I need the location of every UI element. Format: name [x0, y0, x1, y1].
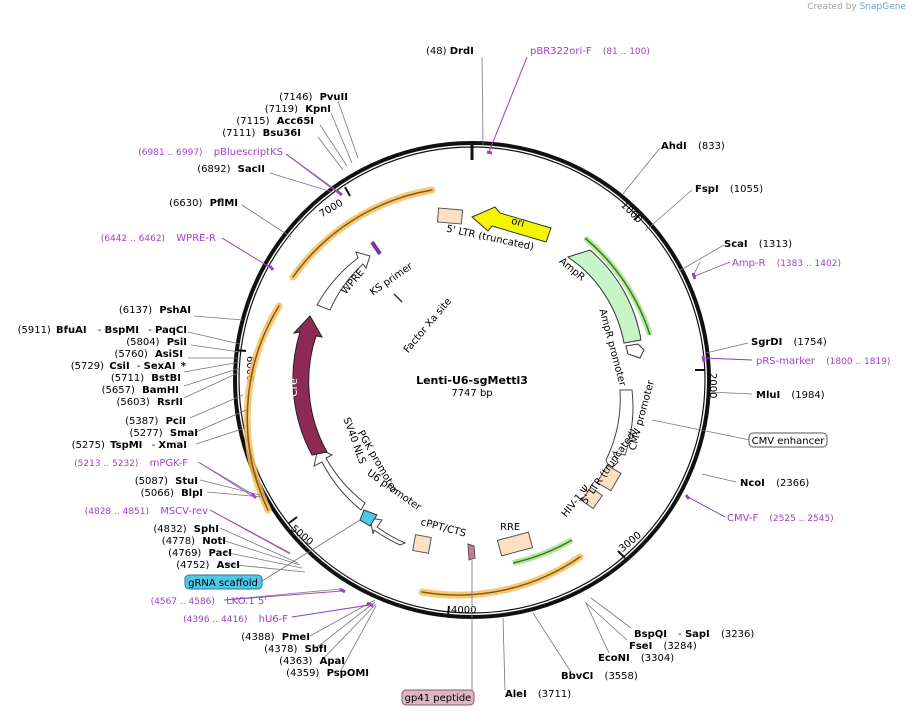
svg-text:4000: 4000 [451, 605, 476, 616]
svg-text:gp41 peptide: gp41 peptide [405, 693, 472, 704]
feature-grna [359, 509, 378, 527]
primer-labels: pBR322ori-F (81 .. 100) Amp-R (1383 .. 1… [530, 46, 890, 524]
svg-text:(5729) CsiI - SexAI *: (5729) CsiI - SexAI * [71, 361, 187, 372]
feature-wpre [316, 251, 371, 311]
feature-hiv-psi [580, 486, 604, 510]
svg-text:(6442 .. 6462) WPRE-R: (6442 .. 6462) WPRE-R [101, 233, 216, 244]
svg-text:AleI (3711): AleI (3711) [505, 689, 571, 700]
feature-ltr5b [596, 464, 622, 492]
svg-text:(7115) Acc65I: (7115) Acc65I [236, 116, 314, 127]
svg-text:pRS-marker (1800 .. 1819): pRS-marker (1800 .. 1819) [756, 356, 890, 367]
label-cre: Cre [287, 378, 300, 397]
green-arcs [512, 235, 653, 566]
svg-text:EcoNI (3304): EcoNI (3304) [598, 653, 674, 664]
tick-2000: 2000 [695, 369, 718, 398]
svg-text:(4388) PmeI: (4388) PmeI [241, 632, 310, 643]
snapgene-credit: Created by SnapGene [807, 2, 906, 12]
svg-text:MluI (1984): MluI (1984) [756, 390, 825, 401]
svg-text:(4828 .. 4851) MSCV-rev: (4828 .. 4851) MSCV-rev [85, 506, 208, 517]
svg-text:pBR322ori-F (81 .. 100): pBR322ori-F (81 .. 100) [530, 46, 650, 57]
svg-text:(5087) StuI: (5087) StuI [135, 476, 198, 487]
svg-text:(5911) BfuAI - BspMI - PaqCI: (5911) BfuAI - BspMI - PaqCI [18, 325, 187, 336]
svg-text:SgrDI (1754): SgrDI (1754) [751, 337, 827, 348]
snapgene-logo: SnapGene [859, 2, 906, 12]
svg-text:(6630) PflMI: (6630) PflMI [169, 198, 238, 209]
enzymes-right: (48) DrdI AhdI (833) FspI (1055) ScaI (1… [426, 46, 827, 700]
svg-text:(5387) PciI: (5387) PciI [125, 416, 186, 427]
svg-text:(4378) SbfI: (4378) SbfI [264, 644, 327, 655]
svg-text:CMV enhancer: CMV enhancer [752, 436, 826, 447]
primer-labels-left: (6981 .. 6997) pBluescriptKS (6442 .. 64… [74, 147, 288, 625]
plasmid-size: 7747 bp [451, 388, 492, 399]
svg-text:(5277) SmaI: (5277) SmaI [129, 428, 198, 439]
svg-text:(5711) BstBI: (5711) BstBI [111, 373, 181, 384]
svg-text:(7111) Bsu36I: (7111) Bsu36I [222, 128, 301, 139]
svg-text:(6892) SacII: (6892) SacII [197, 164, 265, 175]
svg-text:(4363) ApaI: (4363) ApaI [279, 656, 345, 667]
svg-text:(6981 .. 6997) pBluescriptKS: (6981 .. 6997) pBluescriptKS [138, 147, 283, 158]
primer-markers [250, 150, 706, 608]
feature-ori: ori [471, 206, 552, 243]
tick-1000: 1000 [618, 200, 644, 226]
svg-text:ScaI (1313): ScaI (1313) [724, 239, 792, 250]
primer-leaders [199, 56, 753, 618]
svg-text:NcoI (2366): NcoI (2366) [740, 478, 809, 489]
svg-text:CMV-F (2525 .. 2545): CMV-F (2525 .. 2545) [727, 513, 834, 524]
feature-factor-xa [393, 293, 403, 303]
svg-text:ori: ori [510, 216, 525, 230]
label-factor-xa: Factor Xa site [402, 296, 454, 355]
svg-text:(48) DrdI: (48) DrdI [426, 46, 474, 57]
feature-cppt [412, 534, 432, 554]
svg-text:(4752) AscI: (4752) AscI [176, 560, 240, 571]
feature-cre [292, 315, 328, 456]
feature-gp41 [467, 543, 476, 561]
svg-text:Amp-R (1383 .. 1402): Amp-R (1383 .. 1402) [732, 258, 841, 269]
grna-scaffold-label: gRNA scaffold [184, 574, 263, 590]
plasmid-name: Lenti-U6-sgMettl3 [416, 374, 528, 387]
svg-text:(5603) RsrII: (5603) RsrII [117, 397, 183, 408]
svg-text:(5804) PsiI: (5804) PsiI [126, 337, 187, 348]
svg-text:(5760) AsiSI: (5760) AsiSI [115, 349, 184, 360]
cmv-enhancer-label: CMV enhancer [748, 432, 828, 448]
svg-text:(4396 .. 4416) hU6-F: (4396 .. 4416) hU6-F [183, 614, 288, 625]
svg-text:BbvCI (3558): BbvCI (3558) [561, 671, 638, 682]
svg-text:FseI (3284): FseI (3284) [629, 641, 697, 652]
svg-text:gRNA scaffold: gRNA scaffold [188, 578, 258, 589]
svg-text:1000: 1000 [618, 200, 644, 226]
svg-text:AhdI (833): AhdI (833) [661, 141, 725, 152]
enzymes-left: (7146) PvuII (7119) KpnI (7115) Acc65I (… [18, 92, 369, 679]
gp41-peptide-label: gp41 peptide [401, 689, 475, 706]
svg-text:(4359) PspOMI: (4359) PspOMI [286, 668, 369, 679]
feature-ks-primer [370, 240, 382, 256]
highlight-arc-bottom [418, 553, 584, 599]
label-rre: RRE [500, 522, 520, 533]
svg-text:(5275) TspMI - XmaI: (5275) TspMI - XmaI [72, 440, 187, 451]
svg-text:BspQI - SapI (3236): BspQI - SapI (3236) [634, 629, 754, 640]
label-ks-primer: KS primer [368, 260, 415, 298]
highlight-arcs [243, 186, 584, 599]
svg-text:(5657) BamHI: (5657) BamHI [102, 385, 179, 396]
svg-text:(7119) KpnI: (7119) KpnI [265, 104, 331, 115]
svg-text:(4832) SphI: (4832) SphI [153, 524, 219, 535]
feature-ltr5 [436, 207, 464, 225]
svg-text:(5213 .. 5232) mPGK-F: (5213 .. 5232) mPGK-F [74, 458, 188, 469]
svg-text:(4778) NotI: (4778) NotI [162, 536, 226, 547]
feature-rre [496, 531, 534, 557]
svg-text:(5066) BlpI: (5066) BlpI [141, 488, 203, 499]
svg-text:(6137) PshAI: (6137) PshAI [119, 305, 191, 316]
svg-text:(4567 .. 4586) LKO.1 5': (4567 .. 4586) LKO.1 5' [151, 596, 267, 607]
svg-text:(7146) PvuII: (7146) PvuII [279, 92, 348, 103]
svg-text:FspI (1055): FspI (1055) [695, 184, 763, 195]
feature-u6 [369, 517, 407, 546]
tick-4000: 4000 [447, 605, 476, 617]
feature-ampr-promoter [625, 343, 645, 359]
svg-text:2000: 2000 [707, 373, 718, 398]
svg-text:(4769) PacI: (4769) PacI [168, 548, 232, 559]
feature-ampr: AmpR [557, 249, 642, 344]
